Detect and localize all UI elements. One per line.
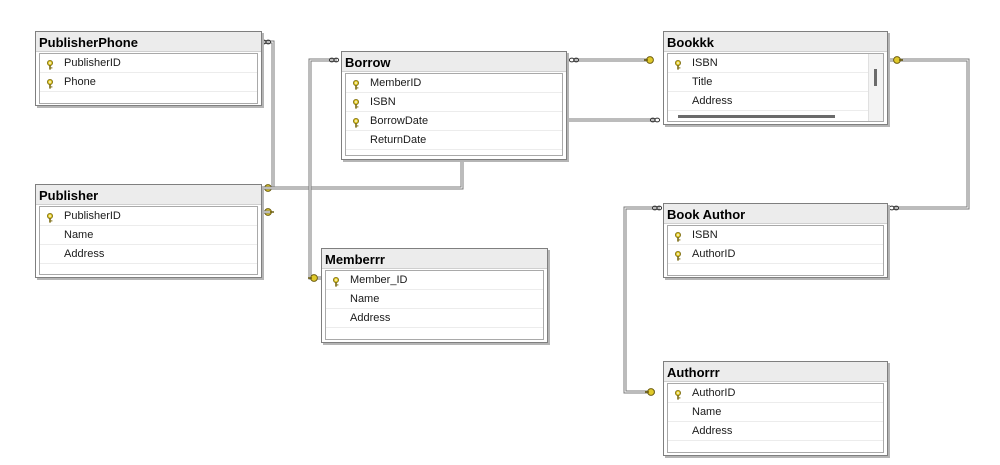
table-title: Borrow bbox=[342, 52, 566, 72]
column-name: BorrowDate bbox=[370, 115, 429, 127]
column-row[interactable]: ReturnDate bbox=[346, 131, 562, 150]
column-name: AuthorID bbox=[692, 248, 736, 260]
column-row[interactable]: Address bbox=[326, 309, 543, 328]
primary-key-icon bbox=[674, 388, 682, 400]
table-title: Memberrr bbox=[322, 249, 547, 269]
table-title: Authorrr bbox=[664, 362, 887, 382]
vertical-scrollbar[interactable] bbox=[868, 54, 883, 121]
column-name: PublisherID bbox=[64, 57, 121, 69]
many-end-icon bbox=[265, 39, 272, 45]
table-title: Bookkk bbox=[664, 32, 887, 52]
column-row[interactable]: Phone bbox=[40, 73, 257, 92]
many-end-icon bbox=[333, 57, 340, 63]
column-row[interactable]: Address bbox=[668, 422, 883, 441]
column-row[interactable]: Name bbox=[668, 403, 883, 422]
many-end-icon bbox=[573, 57, 580, 63]
primary-key-icon bbox=[352, 116, 360, 128]
column-row[interactable]: ISBN bbox=[668, 226, 883, 245]
column-row[interactable]: PublisherID bbox=[40, 207, 257, 226]
column-row[interactable]: ISBN bbox=[346, 93, 562, 112]
column-name: Name bbox=[64, 229, 94, 241]
primary-key-icon bbox=[352, 97, 360, 109]
scrollbar-thumb[interactable] bbox=[874, 69, 877, 86]
column-row[interactable]: AuthorID bbox=[668, 245, 883, 264]
column-row[interactable]: BorrowDate bbox=[346, 112, 562, 131]
relationship-line bbox=[308, 58, 337, 280]
relationship-line bbox=[889, 58, 970, 210]
column-list: PublisherID Phone bbox=[39, 53, 258, 104]
many-end-icon bbox=[654, 117, 661, 123]
relationship-line bbox=[262, 160, 464, 190]
table-title: Book Author bbox=[664, 204, 887, 224]
relationship-line-inner bbox=[889, 59, 969, 209]
column-list: ISBN AuthorID bbox=[667, 225, 884, 276]
column-name: Name bbox=[692, 406, 722, 418]
many-end-icon bbox=[656, 205, 663, 211]
column-row[interactable]: Name bbox=[326, 290, 543, 309]
column-name: Title bbox=[692, 76, 713, 88]
primary-key-icon bbox=[674, 249, 682, 261]
primary-key-icon bbox=[46, 77, 54, 89]
column-name: Address bbox=[692, 95, 733, 107]
table-title: Publisher bbox=[36, 185, 261, 205]
primary-key-icon bbox=[332, 275, 340, 287]
horizontal-scrollbar[interactable] bbox=[678, 115, 835, 118]
table-title: PublisherPhone bbox=[36, 32, 261, 52]
relationship-line bbox=[263, 40, 275, 190]
primary-key-icon bbox=[46, 58, 54, 70]
column-row[interactable]: Title bbox=[668, 73, 883, 92]
relationship-line-inner bbox=[624, 207, 660, 393]
column-name: PublisherID bbox=[64, 210, 121, 222]
column-name: ISBN bbox=[692, 229, 718, 241]
column-name: Address bbox=[64, 248, 105, 260]
column-row[interactable]: MemberID bbox=[346, 74, 562, 93]
primary-key-icon bbox=[352, 78, 360, 90]
column-row[interactable]: Address bbox=[40, 245, 257, 264]
many-end-icon bbox=[893, 205, 900, 211]
table-publisherphone[interactable]: PublisherPhone PublisherID Phone bbox=[35, 31, 262, 106]
table-bookauthor[interactable]: Book Author ISBN AuthorID bbox=[663, 203, 888, 278]
column-row[interactable]: Name bbox=[40, 226, 257, 245]
column-name: MemberID bbox=[370, 77, 422, 89]
column-name: Address bbox=[692, 425, 733, 437]
relationship-line bbox=[623, 206, 660, 394]
column-name: Address bbox=[350, 312, 391, 324]
column-row[interactable]: AuthorID bbox=[668, 384, 883, 403]
column-row[interactable]: Member_ID bbox=[326, 271, 543, 290]
column-name: AuthorID bbox=[692, 387, 736, 399]
column-name: ISBN bbox=[692, 57, 718, 69]
column-name: ReturnDate bbox=[370, 134, 427, 146]
column-row[interactable]: ISBN bbox=[668, 54, 883, 73]
column-name: ISBN bbox=[370, 96, 396, 108]
primary-key-icon bbox=[674, 58, 682, 70]
primary-key-icon bbox=[46, 211, 54, 223]
column-name: Member_ID bbox=[350, 274, 408, 286]
primary-key-icon bbox=[674, 230, 682, 242]
column-row[interactable]: PublisherID bbox=[40, 54, 257, 73]
column-name: Name bbox=[350, 293, 380, 305]
relationship-line-inner bbox=[309, 59, 337, 279]
column-name: Phone bbox=[64, 76, 96, 88]
relationship-line-inner bbox=[262, 160, 463, 189]
column-row[interactable]: Address bbox=[668, 92, 883, 111]
